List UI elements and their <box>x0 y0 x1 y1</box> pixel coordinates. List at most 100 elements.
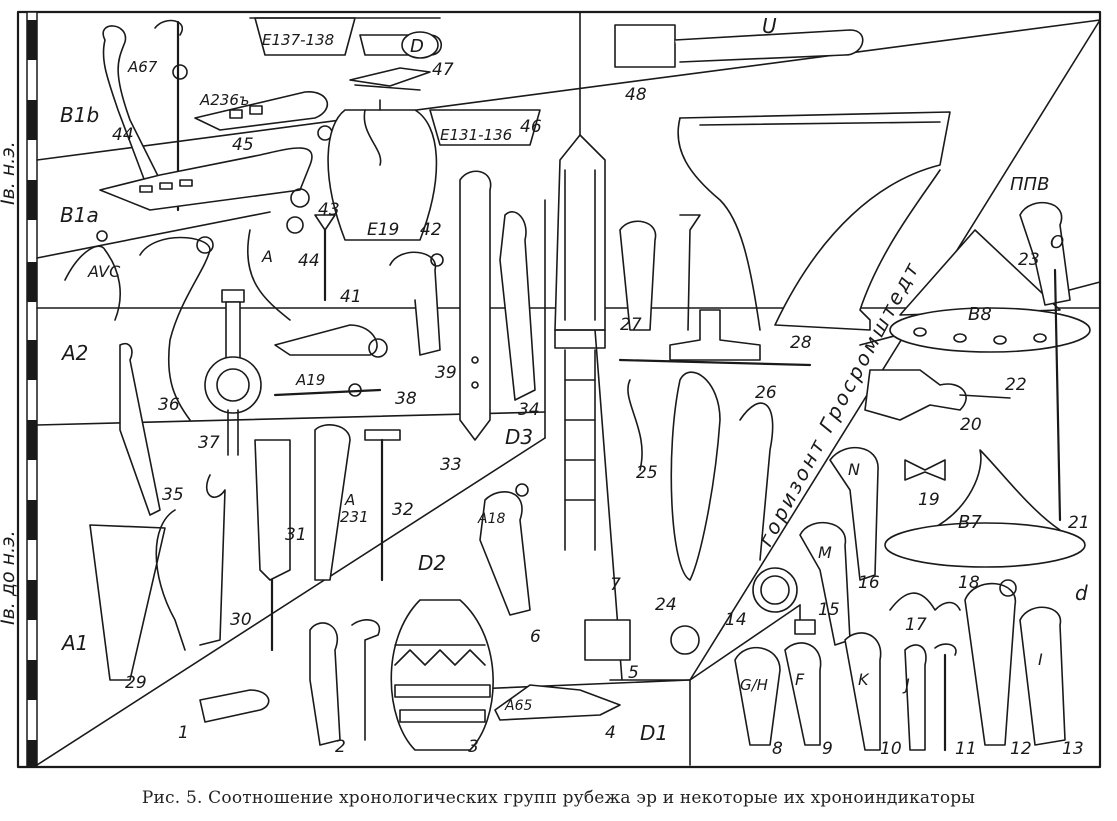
artifact-bowl-28 <box>677 111 951 331</box>
num-17: 17 <box>905 615 927 635</box>
era-bc-label: Iв. до н.э. <box>0 530 19 625</box>
artifact-fibula-39 <box>389 251 444 356</box>
artifact-fibula-33 <box>459 170 492 441</box>
artifact-fibula-2 <box>309 619 381 746</box>
artifact-fibula-45 <box>194 91 333 141</box>
num-21: 21 <box>1068 513 1090 533</box>
type-o: O <box>1050 232 1064 253</box>
num-26: 26 <box>755 383 777 403</box>
artifact-25 <box>627 379 643 471</box>
group-b1b-label: B1b <box>60 103 99 127</box>
num-39: 39 <box>435 363 457 383</box>
group-avc-label: AVC <box>87 262 121 281</box>
num-12: 12 <box>1010 739 1032 759</box>
artifact-pin-37 <box>204 289 262 456</box>
type-a65: A65 <box>504 698 532 714</box>
artifact-19 <box>904 459 946 481</box>
num-5: 5 <box>628 663 639 683</box>
num-45: 45 <box>232 135 254 155</box>
num-4: 4 <box>605 723 616 743</box>
num-18: 18 <box>958 573 980 593</box>
artifact-pin-11 <box>934 643 957 752</box>
num-32: 32 <box>392 500 414 520</box>
artifact-fibula-a18 <box>479 483 531 616</box>
num-13: 13 <box>1062 739 1084 759</box>
artifact-numbers: 1 2 3 4 5 6 7 8 9 10 11 12 13 14 15 16 1… <box>112 60 1090 759</box>
num-23: 23 <box>1018 250 1040 270</box>
num-1: 1 <box>178 723 189 743</box>
num-14: 14 <box>725 610 747 630</box>
type-a67: A67 <box>127 58 158 76</box>
num-2: 2 <box>335 737 346 757</box>
artifact-vase-3 <box>390 599 494 751</box>
artifact-fibula-41 <box>314 214 336 302</box>
type-j: J <box>902 675 910 694</box>
artifact-fibula-34 <box>499 211 536 401</box>
group-a2-label: A2 <box>60 341 88 365</box>
num-11: 11 <box>955 739 977 759</box>
artifact-vase-e19 <box>327 99 438 241</box>
num-37: 37 <box>198 433 220 453</box>
num-34: 34 <box>518 400 540 420</box>
artifact-d <box>359 31 443 59</box>
artifact-20 <box>864 369 1011 421</box>
num-31: 31 <box>285 525 307 545</box>
num-7: 7 <box>610 575 621 595</box>
num-33: 33 <box>440 455 462 475</box>
group-u-label: U <box>762 14 777 38</box>
num-16: 16 <box>858 573 880 593</box>
num-38: 38 <box>395 389 417 409</box>
artifact-fibula-o <box>1019 201 1071 306</box>
artifact-fibula-1 <box>199 689 270 723</box>
artifact-fibula-avc <box>64 230 121 321</box>
diagram-frame <box>16 10 1102 769</box>
type-gh: G/H <box>740 676 768 694</box>
num-8: 8 <box>772 739 783 759</box>
num-24: 24 <box>655 595 677 615</box>
artifact-fibula-12 <box>964 579 1017 746</box>
type-e19: E19 <box>367 220 399 240</box>
num-6: 6 <box>530 627 541 647</box>
type-a19: A19 <box>295 371 325 389</box>
artifact-fibula-43 <box>247 216 304 321</box>
artifact-7 <box>554 134 606 551</box>
artifact-fibula-f <box>784 642 822 746</box>
group-ppv-label: ППВ <box>1010 174 1049 195</box>
num-9: 9 <box>822 739 833 759</box>
num-20: 20 <box>960 415 982 435</box>
num-44a: 44 <box>112 125 134 145</box>
type-e137: E137-138 <box>262 31 334 49</box>
artifact-fibula-a19 <box>274 324 388 358</box>
artifact-fibula-27 <box>619 214 701 331</box>
num-28: 28 <box>790 333 812 353</box>
num-25: 25 <box>636 463 658 483</box>
num-46: 46 <box>520 117 542 137</box>
num-10: 10 <box>880 739 902 759</box>
type-a18: A18 <box>477 511 505 527</box>
num-15: 15 <box>818 600 840 620</box>
artifact-fibula-a231 <box>314 424 351 581</box>
artifact-blade-29 <box>89 524 166 681</box>
type-b8: B8 <box>968 304 992 325</box>
artifact-fibula-a65 <box>494 684 621 721</box>
artifact-fibula-j <box>904 644 927 751</box>
type-e131: E131-136 <box>440 126 512 144</box>
group-d2-label: D2 <box>418 551 446 575</box>
type-i: I <box>1038 650 1043 669</box>
artifact-ring-15 <box>752 567 816 635</box>
artifact-bowl-e131 <box>429 109 541 146</box>
num-48: 48 <box>625 85 647 105</box>
artifact-5 <box>584 619 700 661</box>
type-d: D <box>410 36 424 57</box>
artifact-fibula-i <box>1019 606 1066 746</box>
artifact-fibula-36 <box>139 236 214 421</box>
num-30: 30 <box>230 610 252 630</box>
num-27: 27 <box>620 315 642 335</box>
group-d1-label: D1 <box>640 721 668 745</box>
artifact-fibula-gh <box>734 646 781 746</box>
type-b7: B7 <box>958 512 982 533</box>
num-19: 19 <box>918 490 940 510</box>
artifact-fibula-k <box>844 632 882 751</box>
